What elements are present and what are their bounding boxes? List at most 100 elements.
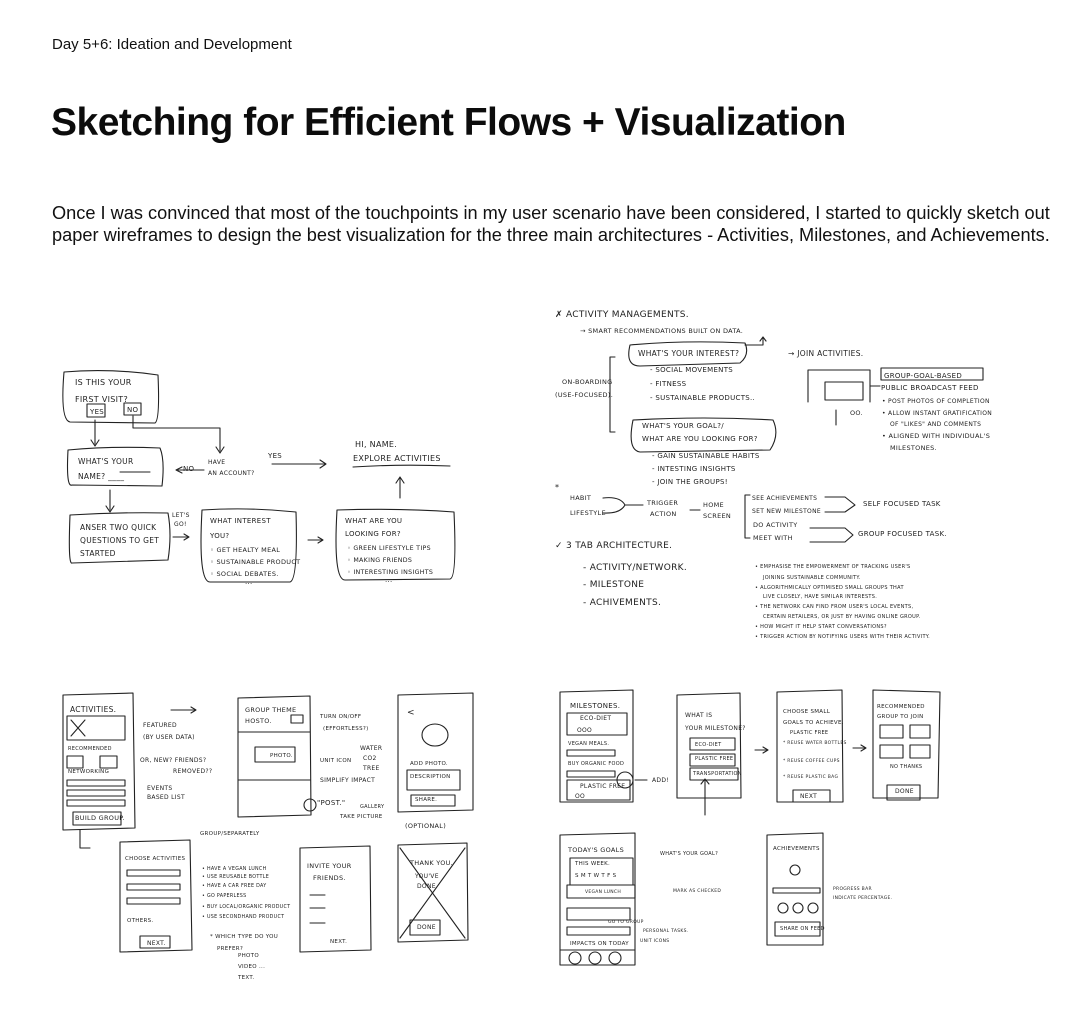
sketch-label: CHOOSE ACTIVITIES (125, 856, 185, 862)
sketch-label: GROUP THEME (245, 706, 296, 714)
sketch-stroke (566, 779, 631, 801)
sketch-label: (OPTIONAL) (405, 822, 446, 830)
page-title: Sketching for Efficient Flows + Visualiz… (51, 101, 846, 144)
sketch-label: GROUP-GOAL-BASED (884, 372, 962, 380)
sketch-stroke (119, 839, 193, 953)
sketch-label: MILESTONES. (570, 702, 620, 710)
sketch-label: PERSONAL TASKS. (643, 928, 689, 934)
sketch-stroke (676, 692, 742, 799)
sketch-label: GOALS TO ACHIEVE. (783, 720, 844, 726)
sketch-label: CO2 (363, 755, 377, 762)
sketch-label: DESCRIPTION (410, 774, 451, 780)
sketch-label: QUESTIONS TO GET (80, 536, 159, 545)
sketch-label: REMOVED?? (173, 768, 212, 775)
sketch-stroke (200, 508, 297, 583)
sketch-label: OO (575, 793, 585, 800)
sketch-label: PHOTO. (270, 753, 293, 759)
sketch-stroke (66, 755, 118, 769)
sketch-label: INVITE YOUR (307, 862, 352, 870)
sketch-label: TEXT. (237, 975, 254, 981)
sketch-label: THANK YOU. (409, 859, 453, 867)
sketch-label: EXPLORE ACTIVITIES (353, 454, 441, 463)
sketch-label: (USE-FOCUSED). (555, 391, 613, 399)
sketch-label: - SOCIAL MOVEMENTS (650, 366, 733, 374)
sketch-label: ADD PHOTO. (410, 761, 448, 767)
sketch-stroke (628, 341, 748, 367)
sketch-label: WATER (360, 745, 382, 752)
sketch-stroke (852, 744, 867, 752)
sketch-stroke (776, 689, 844, 803)
activity-management-notes-sketch: ✗ ACTIVITY MANAGEMENTS.→ SMART RECOMMEND… (555, 310, 992, 640)
sketch-label: AN ACCOUNT? (208, 470, 255, 477)
sketch-stroke (139, 935, 171, 949)
sketch-stroke (616, 771, 634, 789)
sketch-stroke (66, 715, 126, 741)
sketch-label: NO THANKS (890, 764, 922, 770)
sketch-label: • POST PHOTOS OF COMPLETION (882, 398, 990, 405)
sketch-stroke (744, 336, 767, 346)
sketch-label: YES (267, 452, 282, 460)
sketch-label: • HAVE A VEGAN LUNCH (202, 866, 267, 872)
sketch-label: CHOOSE SMALL (783, 709, 831, 715)
sketch-stroke (290, 714, 304, 724)
sketch-label: < (407, 708, 415, 718)
sketch-label: UNIT ICON (320, 758, 351, 764)
sketch-label: GALLERY (360, 804, 385, 810)
sketch-stroke (170, 706, 197, 714)
sketch-label: WHAT IS (685, 712, 712, 719)
sketch-label: GROUP/SEPARATELY (200, 831, 260, 837)
sketch-stroke (886, 784, 921, 801)
sketch-label: THIS WEEK. (574, 861, 610, 867)
sketch-label: IS THIS YOUR (75, 378, 132, 387)
sketch-label: PLASTIC FREE (790, 730, 828, 736)
sketch-label: RECOMMENDED (68, 746, 112, 752)
sketch-stroke (406, 769, 461, 807)
sketch-label: ADD! (652, 777, 669, 784)
sketch-stroke (399, 847, 466, 939)
sketch-stroke (72, 811, 122, 826)
sketch-label: • USE SECONDHAND PRODUCT (202, 914, 284, 920)
sketch-label: • ALGORITHMICALLY OPTIMISED SMALL GROUPS… (755, 585, 904, 591)
sketch-label: WHAT ARE YOU LOOKING FOR? (642, 435, 758, 443)
sketch-label: - ACHIVEMENTS. (583, 598, 661, 608)
sketch-label: (BY USER DATA) (143, 734, 195, 741)
sketch-label: WHAT'S YOUR INTEREST? (638, 349, 739, 358)
sketch-label: SCREEN (703, 512, 731, 520)
sketch-label: VIDEO ... (238, 964, 265, 970)
activities-wireframes-sketch: ACTIVITIES.FEATURED(BY USER DATA)RECOMME… (62, 692, 474, 981)
sketch-label: • BUY LOCAL/ORGANIC PRODUCT (202, 904, 290, 910)
sketch-label: ECO-DIET (695, 742, 722, 748)
sketch-label: ACHIEVEMENTS (773, 846, 820, 852)
sketch-stroke (123, 402, 142, 416)
sketch-label: GROUP TO JOIN (877, 714, 924, 720)
sketch-stroke (307, 536, 324, 544)
sketch-label: NO (183, 465, 195, 473)
sketch-label: UNIT ICONS (640, 938, 669, 944)
sketch-label: TRIGGER (646, 499, 678, 507)
sketch-label: DONE (417, 924, 436, 931)
sketch-label: ECO-DIET (580, 715, 611, 722)
sketch-label: LET'S (172, 512, 190, 519)
sketch-stroke (689, 737, 739, 781)
sketch-label: WHAT'S YOUR GOAL? (660, 851, 718, 857)
sketch-stroke (70, 719, 86, 737)
sketch-label: ON-BOARDING (562, 378, 613, 386)
sketch-stroke (789, 864, 801, 876)
sketch-label: FIRST VISIT? (75, 395, 128, 404)
sketch-label: ✗ ACTIVITY MANAGEMENTS. (555, 310, 689, 320)
sketch-label: PHOTO (238, 953, 259, 959)
sketch-stroke (766, 832, 824, 946)
sketch-label: PLASTIC FREE (695, 756, 733, 762)
sketch-label: SHARE. (415, 797, 437, 803)
sketch-stroke (66, 446, 164, 487)
sketch-label: OR, NEW? FRIENDS? (140, 757, 206, 764)
sketch-stroke (309, 894, 326, 924)
sketch-label: NETWORKING (68, 769, 109, 775)
sketch-label: TRANSPORTATION (692, 771, 742, 777)
sketch-label: BUILD GROUP. (75, 814, 125, 822)
sketch-label: DO ACTIVITY (753, 521, 798, 529)
sketch-stroke (421, 723, 449, 747)
sketch-label: BUY ORGANIC FOOD (568, 761, 624, 767)
sketch-label: YOUR MILESTONE? (684, 725, 746, 732)
sketch-stroke (68, 512, 171, 564)
